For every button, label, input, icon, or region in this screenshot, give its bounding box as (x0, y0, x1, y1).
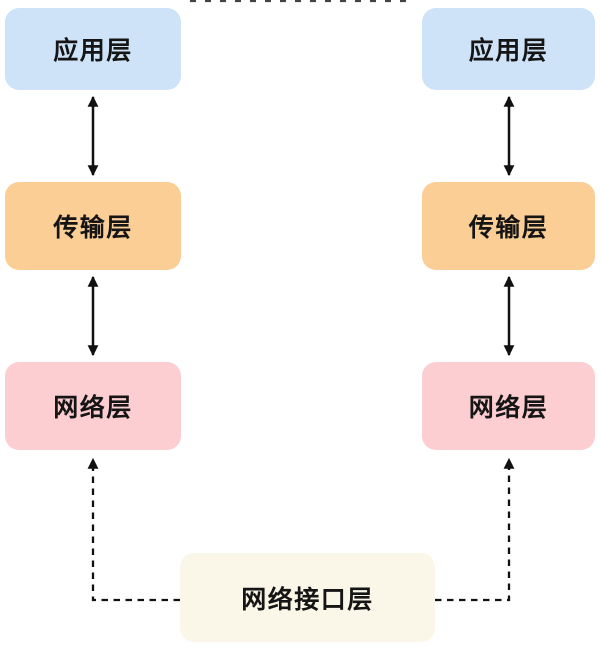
dashed-connector-interface-to-left-network (87, 457, 180, 602)
node-transport-layer-right: 传输层 (422, 182, 595, 270)
node-network-layer-right: 网络层 (422, 362, 595, 450)
node-network-interface-layer: 网络接口层 (180, 553, 435, 642)
node-label-application-left: 应用层 (53, 37, 133, 65)
node-application-layer-right: 应用层 (422, 8, 595, 90)
node-application-layer-left: 应用层 (5, 8, 181, 90)
dashed-connector-interface-to-right-network (435, 457, 515, 602)
node-label-transport-right: 传输层 (468, 214, 549, 242)
node-label-application-right: 应用层 (468, 37, 549, 65)
node-transport-layer-left: 传输层 (5, 182, 181, 270)
node-label-network-left: 网络层 (53, 394, 133, 422)
node-label-network-interface: 网络接口层 (241, 585, 374, 614)
node-network-layer-left: 网络层 (5, 362, 181, 450)
node-label-transport-left: 传输层 (53, 214, 133, 242)
node-label-network-right: 网络层 (468, 394, 549, 422)
